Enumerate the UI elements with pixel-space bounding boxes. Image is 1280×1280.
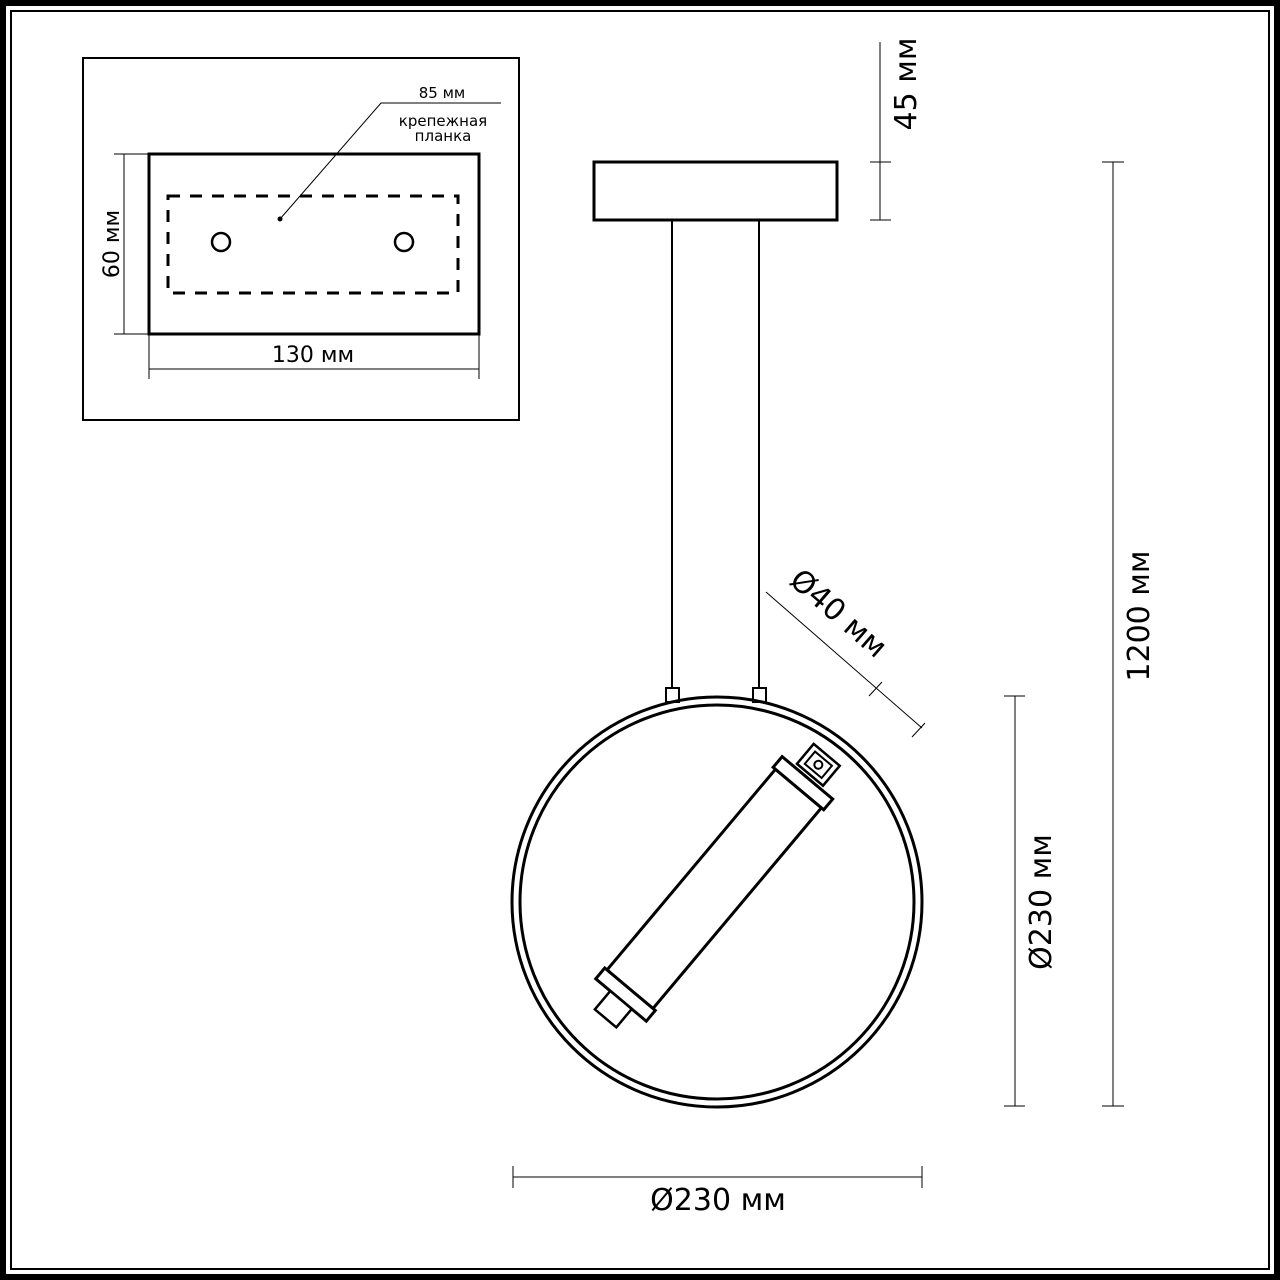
hinge-bracket (795, 742, 842, 788)
canopy-plate-outline (147, 152, 481, 336)
plate-height-label: 60 мм (100, 210, 125, 278)
ring-inner (518, 703, 916, 1101)
ring-height-label: Ø230 мм (1024, 834, 1059, 970)
plate-width-label: 130 мм (272, 343, 354, 368)
total-height-label: 1200 мм (1122, 550, 1157, 681)
ring-outer (510, 695, 924, 1109)
mounting-bracket-dashed (166, 194, 460, 295)
inset-frame (82, 57, 520, 421)
ring-width-label: Ø230 мм (650, 1183, 786, 1218)
leader-line (279, 102, 501, 220)
mounting-plate-inset (82, 57, 520, 421)
hinge-pivot-icon (813, 759, 824, 770)
ceiling-canopy (592, 160, 839, 222)
bracket-name-line1: крепежная (399, 112, 487, 130)
lamp-drawing (510, 42, 1124, 1188)
screw-hole-icon (393, 231, 415, 253)
tube-end-cap-top (771, 754, 835, 812)
tube-diameter-label: Ø40 мм (783, 562, 894, 665)
tube-bottom-connector (593, 989, 634, 1030)
screw-hole-icon (210, 231, 232, 253)
tube-body (604, 767, 824, 1011)
bracket-name-line2: планка (415, 127, 472, 145)
inner-border (10, 10, 1270, 1270)
light-tube (593, 742, 842, 1030)
bracket-size-label: 85 мм (419, 84, 466, 102)
tube-diameter-dimension-line (765, 591, 923, 729)
canopy-height-label: 45 мм (889, 38, 924, 131)
